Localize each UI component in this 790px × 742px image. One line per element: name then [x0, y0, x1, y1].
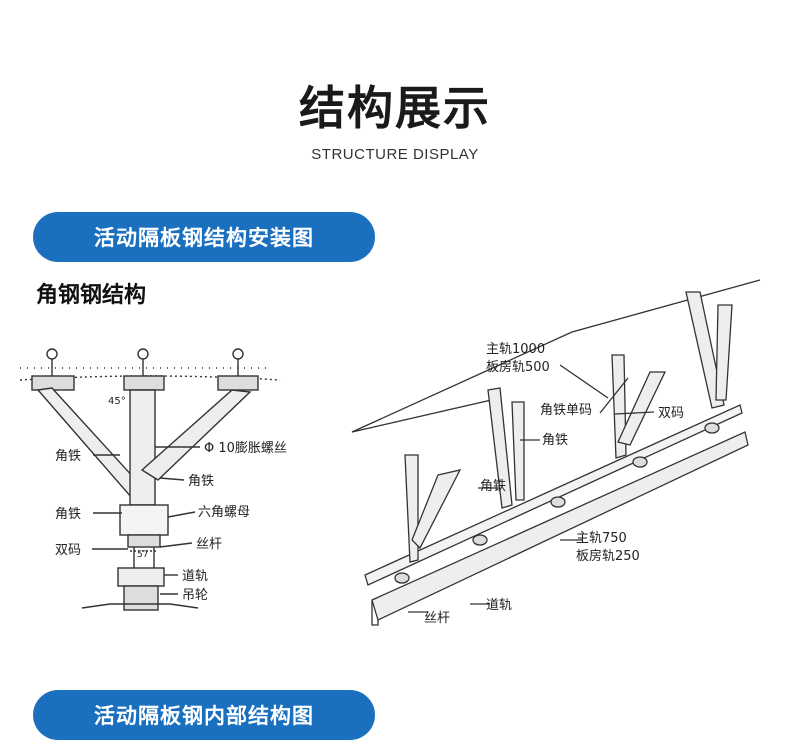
label-track-left: 道轨: [182, 569, 208, 584]
label-double-clamp-right: 双码: [658, 406, 684, 421]
label-angle-iron-right-2: 角铁: [480, 479, 506, 494]
label-screw-rod-right: 丝杆: [424, 611, 450, 626]
right-installation-diagram: [351, 279, 761, 626]
left-angle-iron-diagram: [19, 348, 281, 611]
section-banner-internal: 活动隔板钢内部结构图: [33, 690, 375, 740]
label-angle-iron-right-1: 角铁: [542, 433, 568, 448]
left-diagram-heading: 角钢钢结构: [36, 283, 147, 308]
label-angle-iron-lower: 角铁: [55, 507, 81, 522]
label-pulley: 吊轮: [182, 588, 208, 603]
label-angle-iron-upper: 角铁: [55, 449, 81, 464]
label-board-rail-500: 板房轨500: [486, 359, 550, 375]
page-subtitle: STRUCTURE DISPLAY: [311, 146, 479, 163]
label-expansion-bolt: Φ 10膨胀螺丝: [204, 441, 287, 456]
dimension-label: 57: [137, 550, 148, 560]
label-screw-rod-left: 丝杆: [196, 537, 222, 552]
label-main-rail-750: 主轨750: [576, 531, 627, 546]
page-title: 结构展示: [299, 81, 491, 135]
label-single-clamp: 角铁单码: [540, 403, 592, 418]
label-track-right: 道轨: [486, 598, 512, 613]
section-banner-installation: 活动隔板钢结构安装图: [33, 212, 375, 262]
section-banner-label: 活动隔板钢结构安装图: [94, 226, 314, 250]
label-board-rail-250: 板房轨250: [576, 548, 640, 564]
anchor-bolts: [46, 348, 244, 378]
label-double-clamp-left: 双码: [55, 543, 81, 558]
label-angle-iron-right: 角铁: [188, 474, 214, 489]
angle-label: 45°: [108, 396, 126, 407]
label-main-rail-1000: 主轨1000: [486, 342, 545, 357]
section-banner-label: 活动隔板钢内部结构图: [94, 704, 314, 728]
label-hex-nut: 六角螺母: [198, 505, 250, 520]
